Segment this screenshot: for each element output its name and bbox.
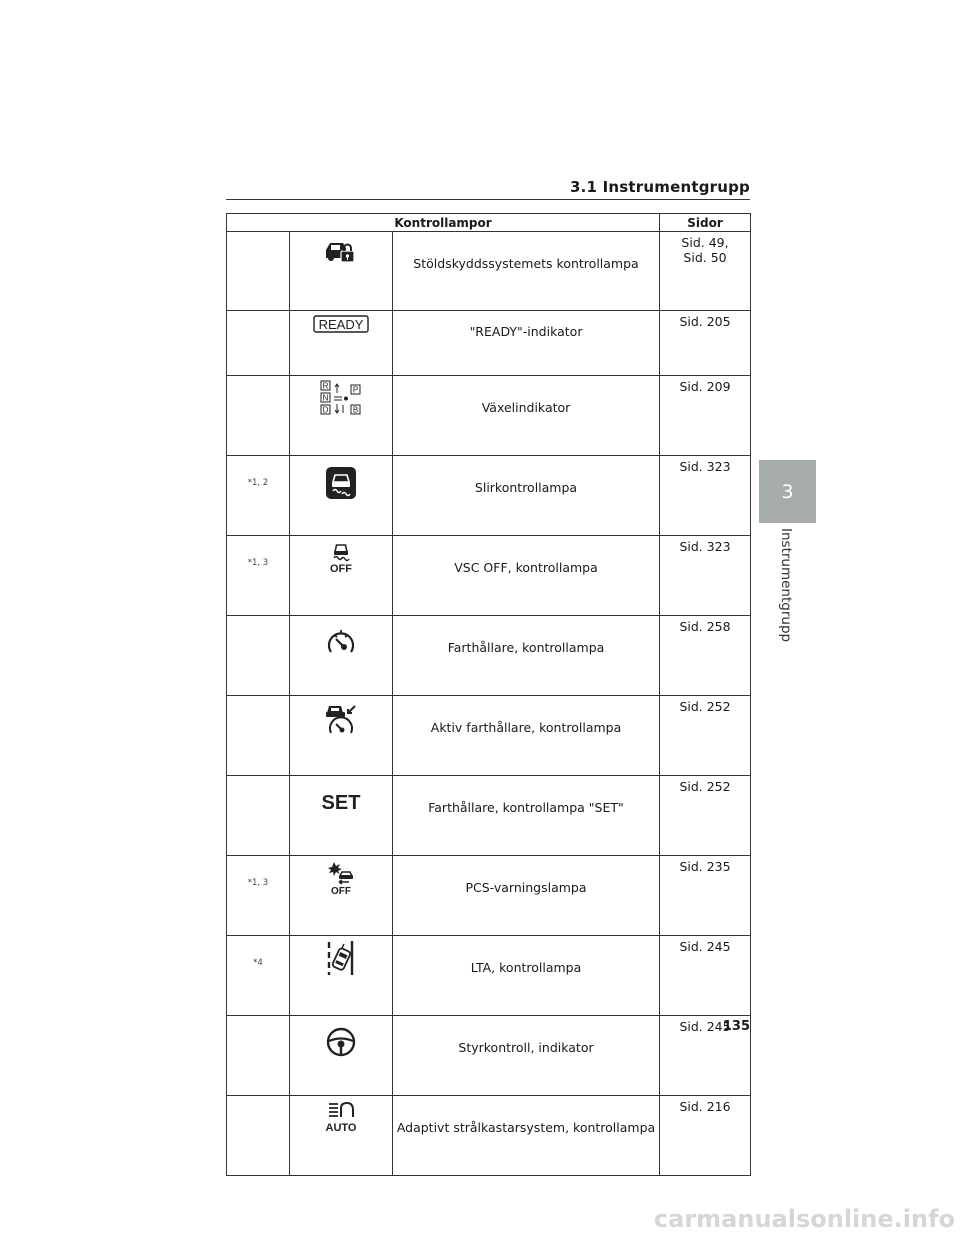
row-page-ref[interactable]: Sid. 209 — [659, 375, 752, 456]
row-note — [226, 695, 290, 776]
page-number: 135 — [722, 1019, 750, 1034]
page-ref-line: Sid. 245 — [679, 1019, 731, 1034]
row-page-ref[interactable]: Sid. 323 — [659, 535, 752, 616]
row-description: Slirkontrollampa — [391, 455, 661, 536]
page-ref-line: Sid. 323 — [679, 459, 731, 474]
page-ref-line: Sid. 252 — [679, 779, 731, 794]
svg-text:AUTO: AUTO — [326, 1122, 357, 1134]
section-divider — [226, 199, 750, 200]
row-note: *1, 2 — [226, 455, 290, 536]
svg-text:R: R — [323, 382, 329, 391]
row-description: VSC OFF, kontrollampa — [391, 535, 661, 616]
indicator-table: Kontrollampor Sidor Stöldskyddssystemets… — [225, 213, 752, 1176]
slip-indicator-icon — [326, 467, 356, 499]
table-row: *1, 2 Slirkontrollampa Sid. 323 — [226, 455, 752, 536]
row-description: Stöldskyddssystemets kontrollampa — [391, 231, 661, 311]
table-row: Farthållare, kontrollampa Sid. 258 — [226, 615, 752, 696]
header-sidor: Sidor — [659, 213, 752, 232]
svg-text:SET: SET — [322, 792, 361, 814]
section-title: 3.1 Instrumentgrupp — [570, 178, 750, 196]
ready-indicator-icon: READY — [313, 315, 369, 333]
page-ref-line: Sid. 235 — [679, 859, 731, 874]
vsc-off-icon: OFF — [330, 544, 352, 574]
shift-position-indicator-icon: R N D P B — [320, 380, 361, 415]
row-description: Farthållare, kontrollampa — [391, 615, 661, 696]
row-page-ref[interactable]: Sid. 245 — [659, 935, 752, 1016]
anti-theft-lock-icon — [326, 243, 355, 263]
table-row: *1, 3 OFF PCS-varningslampa Sid. 235 — [226, 855, 752, 936]
row-description: PCS-varningslampa — [391, 855, 661, 936]
row-page-ref[interactable]: Sid. 235 — [659, 855, 752, 936]
dynamic-radar-cruise-icon — [326, 705, 356, 734]
page-ref-line: Sid. 323 — [679, 539, 731, 554]
row-description: LTA, kontrollampa — [391, 935, 661, 1016]
table-row: Stöldskyddssystemets kontrollampa Sid. 4… — [226, 231, 752, 311]
row-description: Farthållare, kontrollampa "SET" — [391, 775, 661, 856]
page-ref-line: Sid. 209 — [679, 379, 731, 394]
svg-text:N: N — [323, 394, 329, 403]
row-description: Styrkontroll, indikator — [391, 1015, 661, 1096]
row-description: Växelindikator — [391, 375, 661, 456]
page-ref-line: Sid. 216 — [679, 1099, 731, 1114]
row-note — [226, 231, 290, 311]
table-row: Styrkontroll, indikator Sid. 245 — [226, 1015, 752, 1096]
row-page-ref[interactable]: Sid. 258 — [659, 615, 752, 696]
row-page-ref[interactable]: Sid. 205 — [659, 310, 752, 376]
cruise-set-icon: SET — [322, 792, 361, 814]
page-ref-line: Sid. 258 — [679, 619, 731, 634]
row-description: Adaptivt strålkastarsystem, kontrollampa — [391, 1095, 661, 1176]
page-ref-line: Sid. 252 — [679, 699, 731, 714]
chapter-tab[interactable]: 3 — [759, 460, 816, 523]
ready-icon-text: READY — [319, 317, 364, 332]
row-note — [226, 310, 290, 376]
row-note — [226, 615, 290, 696]
table-row: AUTO Adaptivt strålkastarsystem, kontrol… — [226, 1095, 752, 1176]
svg-text:P: P — [353, 386, 358, 395]
table-row: READY "READY"-indikator Sid. 205 — [226, 310, 752, 376]
chapter-number: 3 — [781, 480, 794, 503]
page-ref-line: Sid. 49, — [681, 235, 729, 250]
row-note: *1, 3 — [226, 535, 290, 616]
svg-text:OFF: OFF — [330, 563, 352, 574]
row-page-ref[interactable]: Sid. 323 — [659, 455, 752, 536]
row-note: *4 — [226, 935, 290, 1016]
row-note — [226, 1095, 290, 1176]
row-page-ref[interactable]: Sid. 49, Sid. 50 — [659, 231, 752, 311]
svg-text:OFF: OFF — [331, 886, 351, 896]
svg-text:D: D — [323, 406, 329, 415]
page-ref-line: Sid. 245 — [679, 939, 731, 954]
svg-text:B: B — [353, 406, 358, 415]
page-ref-line: Sid. 50 — [683, 250, 727, 265]
row-note — [226, 375, 290, 456]
row-page-ref[interactable]: Sid. 252 — [659, 775, 752, 856]
row-description: Aktiv farthållare, kontrollampa — [391, 695, 661, 776]
table-row: Aktiv farthållare, kontrollampa Sid. 252 — [226, 695, 752, 776]
header-kontrollampor: Kontrollampor — [225, 213, 661, 232]
row-note — [226, 775, 290, 856]
table-header-row: Kontrollampor Sidor — [225, 213, 752, 232]
row-description: "READY"-indikator — [391, 310, 661, 376]
row-note — [226, 1015, 290, 1096]
row-page-ref[interactable]: Sid. 216 — [659, 1095, 752, 1176]
row-page-ref[interactable]: Sid. 252 — [659, 695, 752, 776]
table-row: *1, 3 OFF VSC OFF, kontrollampa Sid. 323 — [226, 535, 752, 616]
watermark: carmanualsonline.info — [653, 1205, 955, 1233]
steering-control-icon — [326, 1027, 356, 1057]
lta-indicator-icon — [327, 941, 354, 975]
pcs-warning-icon: OFF — [328, 862, 354, 896]
table-row: SET Farthållare, kontrollampa "SET" Sid.… — [226, 775, 752, 856]
adaptive-high-beam-icon: AUTO — [326, 1101, 357, 1134]
table-row: R N D P B Växelindikator — [226, 375, 752, 456]
table-row: *4 LTA, kontrollampa Sid. 245 — [226, 935, 752, 1016]
cruise-control-icon — [327, 630, 355, 653]
page-ref-line: Sid. 205 — [679, 314, 731, 329]
chapter-label: Instrumentgrupp — [756, 528, 816, 642]
row-note: *1, 3 — [226, 855, 290, 936]
chapter-label-text: Instrumentgrupp — [778, 528, 794, 643]
